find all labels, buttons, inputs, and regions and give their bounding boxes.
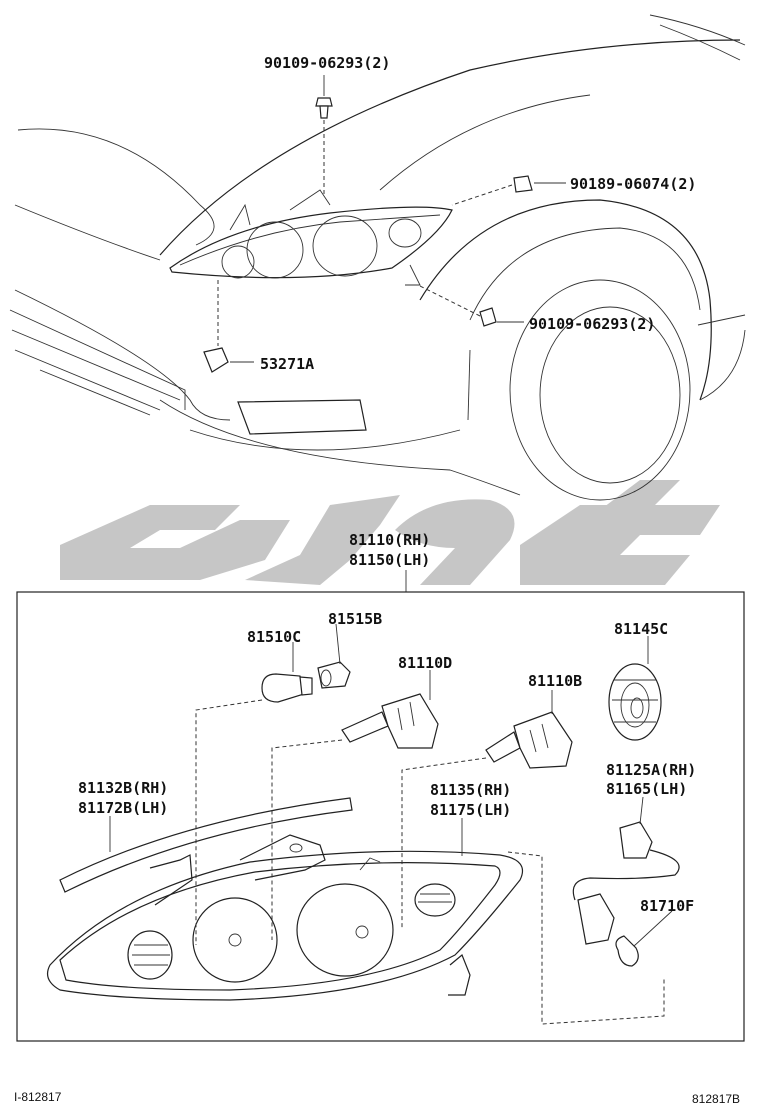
label-81132B-rh: 81132B(RH) (78, 779, 168, 797)
socket-81125a (572, 821, 680, 945)
label-81145C: 81145C (614, 620, 668, 638)
bulb-81710f (615, 935, 639, 967)
watermark-logo (60, 480, 720, 585)
cover-strip (59, 797, 353, 893)
cap-81145c (608, 663, 662, 741)
label-90189-06074: 90189-06074(2) (570, 175, 696, 193)
bolt-top (315, 97, 333, 119)
headlamp-assembly (47, 834, 524, 1001)
label-90109-06293-top: 90109-06293(2) (264, 54, 390, 72)
label-81110D: 81110D (398, 654, 452, 672)
assembly-frame (16, 591, 745, 1042)
car-front-illustration (9, 14, 746, 501)
label-81515B: 81515B (328, 610, 382, 628)
label-53271A: 53271A (260, 355, 314, 373)
label-81110-rh: 81110(RH) (349, 531, 430, 549)
label-81175-lh: 81175(LH) (430, 801, 511, 819)
label-81710F: 81710F (640, 897, 694, 915)
label-81150-lh: 81150(LH) (349, 551, 430, 569)
bulb-81110d (341, 693, 439, 749)
label-81125A-rh: 81125A(RH) (606, 761, 696, 779)
label-81510C: 81510C (247, 628, 301, 646)
label-81110B: 81110B (528, 672, 582, 690)
label-81172B-lh: 81172B(LH) (78, 799, 168, 817)
footer-right-id: 812817B (692, 1092, 740, 1106)
footer-left-id: I-812817 (14, 1090, 62, 1104)
socket-81515b (317, 661, 351, 689)
label-81135-rh: 81135(RH) (430, 781, 511, 799)
bulb-81510c (261, 673, 313, 703)
label-81165-lh: 81165(LH) (606, 780, 687, 798)
clip-right (513, 175, 533, 193)
bolt-lower (479, 307, 497, 327)
bulb-81110b (485, 711, 573, 769)
label-90109-06293-lower: 90109-06293(2) (529, 315, 655, 333)
